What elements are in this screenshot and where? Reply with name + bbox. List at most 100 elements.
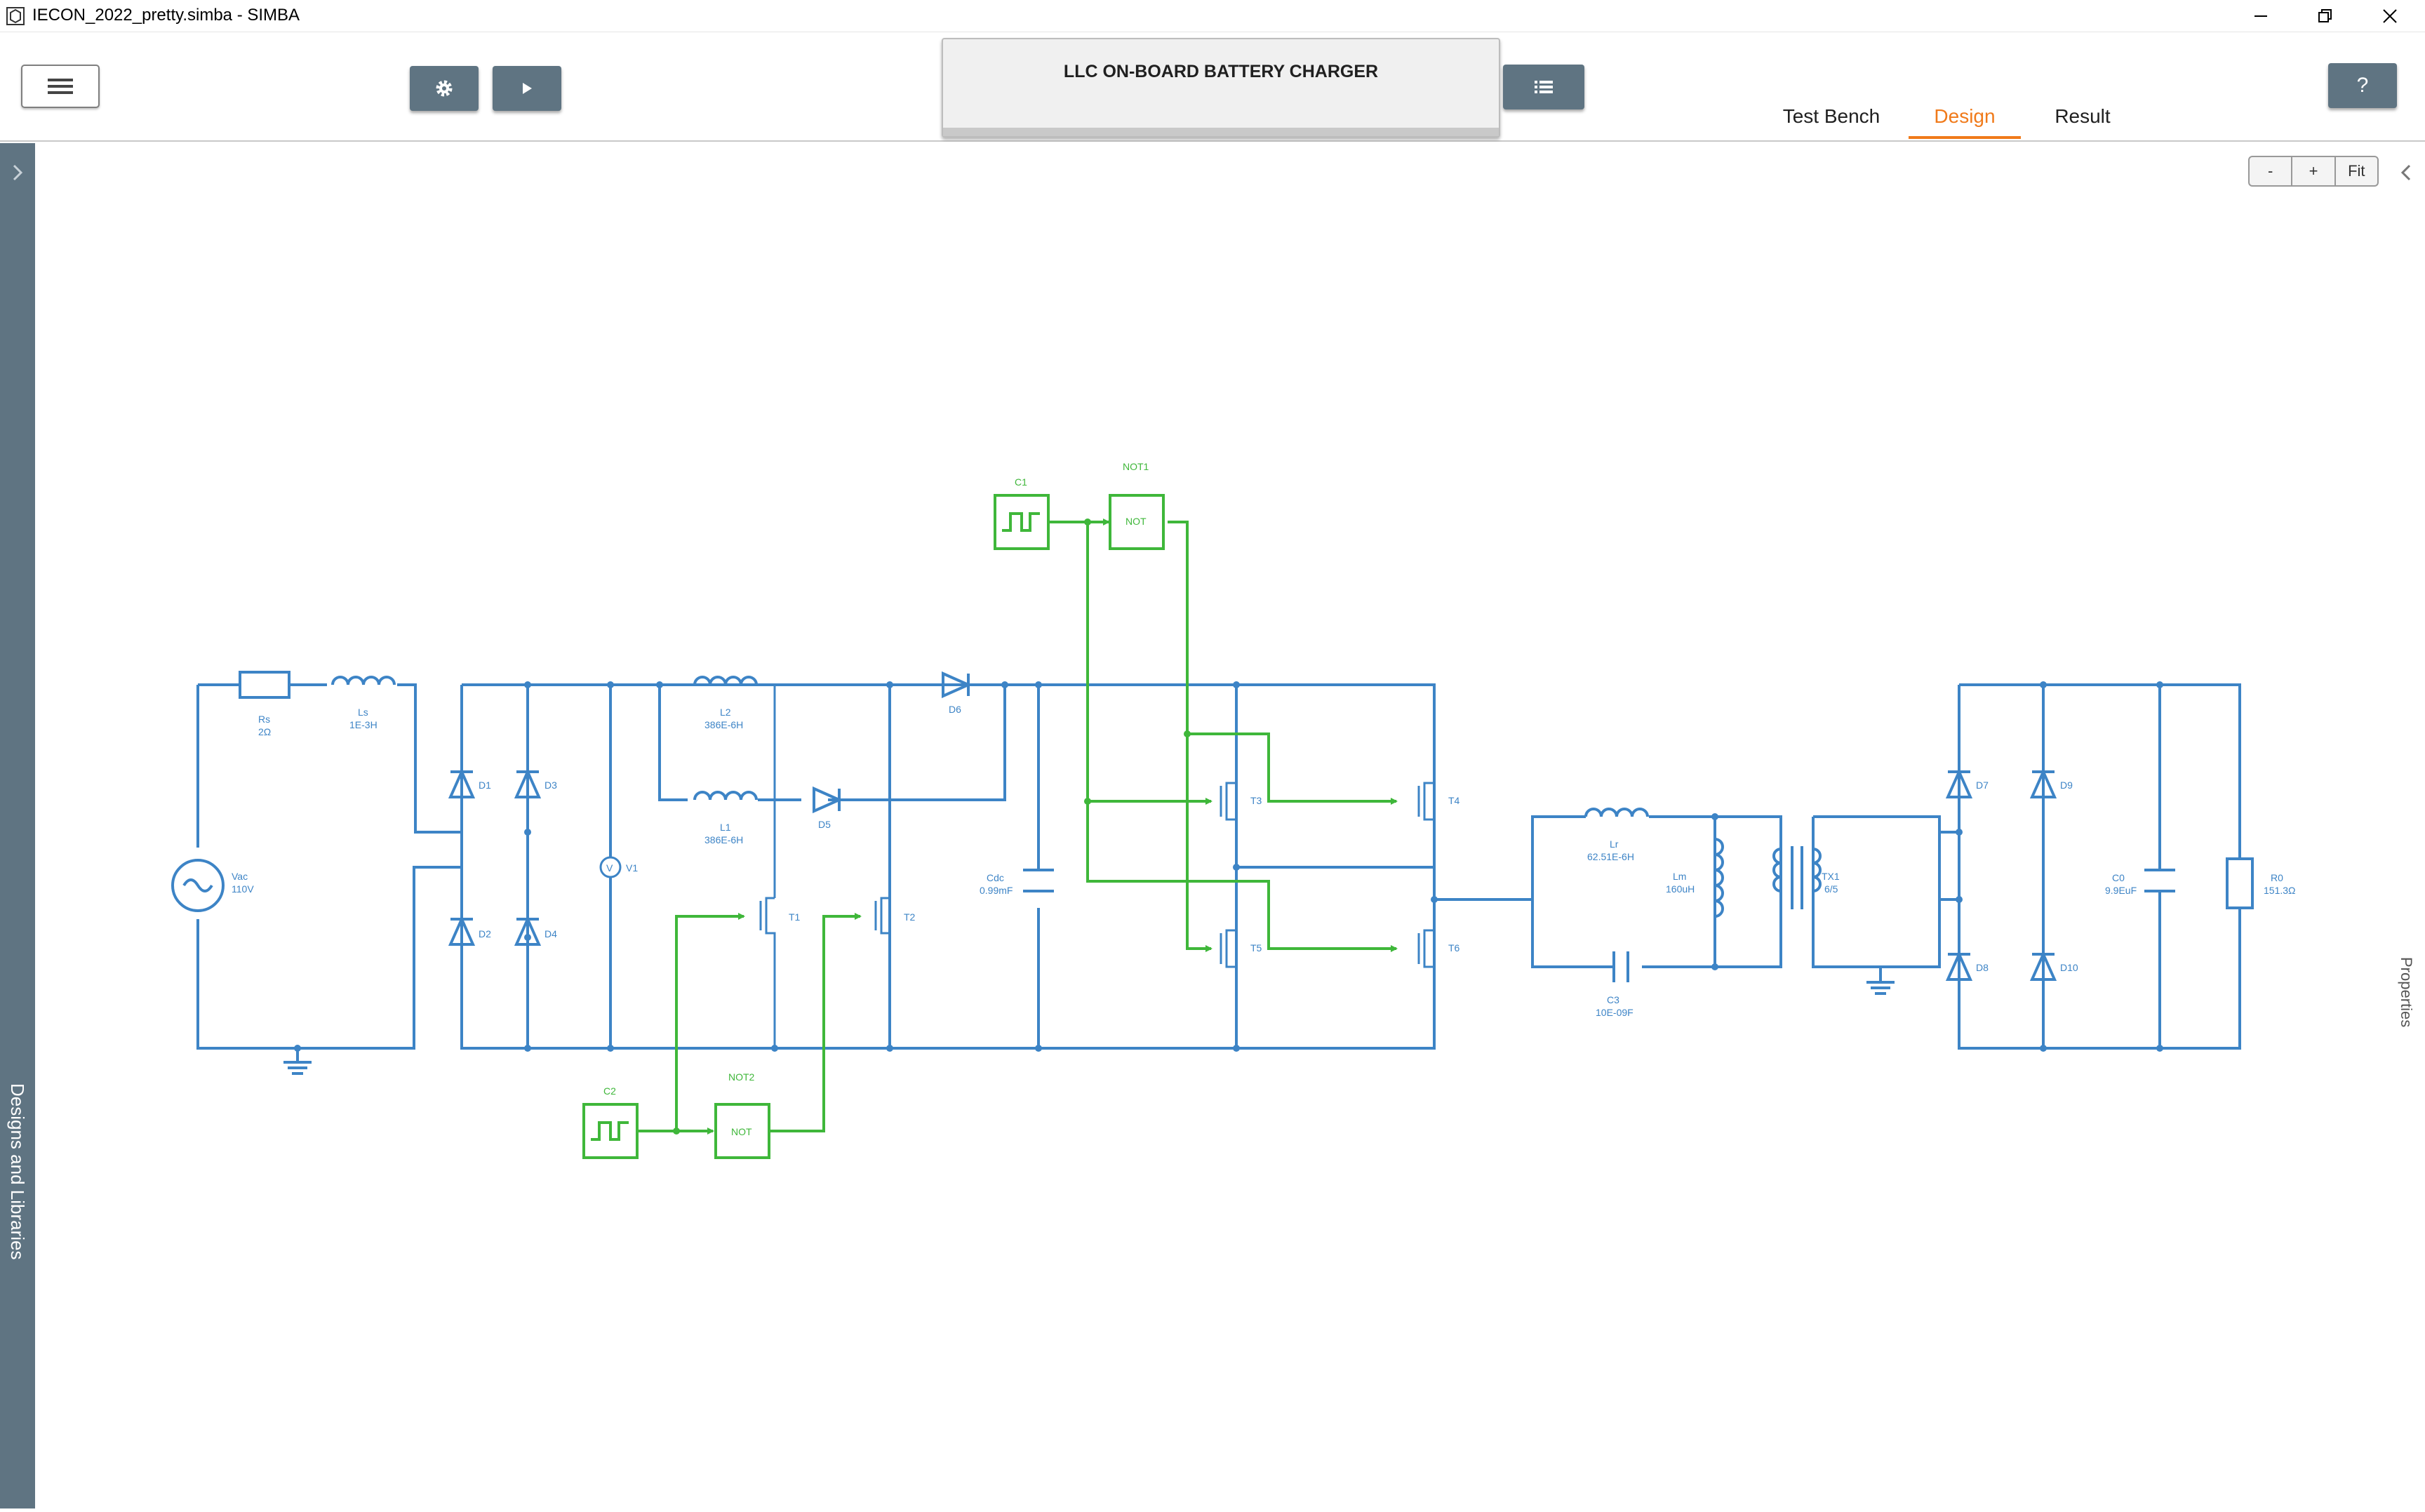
d5-label: D5 <box>818 819 831 830</box>
vac-source[interactable]: Vac 110V <box>171 859 254 912</box>
design-title-panel: LLC ON-BOARD BATTERY CHARGER <box>942 38 1500 138</box>
c0-name: C0 <box>2112 872 2125 883</box>
mosfets <box>759 685 1434 1048</box>
d10-label: D10 <box>2060 962 2078 973</box>
t3-label: T3 <box>1250 795 1262 806</box>
r0-resistor[interactable]: R0 151.3Ω <box>2226 857 2296 909</box>
d4-label: D4 <box>545 928 557 939</box>
not2-gate[interactable]: NOT NOT2 <box>714 1071 770 1159</box>
t6-label: T6 <box>1448 942 1460 954</box>
c3-name: C3 <box>1607 994 1619 1005</box>
c3-value: 10E-09F <box>1596 1007 1634 1018</box>
tab-design[interactable]: Design <box>1909 105 2021 139</box>
c1-clock-source[interactable]: C1 <box>994 476 1050 550</box>
l1-value: 386E-6H <box>704 834 743 845</box>
tab-result[interactable]: Result <box>2055 105 2111 127</box>
v1-voltmeter[interactable]: V V1 <box>599 856 638 878</box>
d2-label: D2 <box>479 928 491 939</box>
capacitors <box>1023 869 2175 982</box>
junctions <box>294 681 2163 1052</box>
tx1-name: TX1 <box>1822 871 1840 882</box>
not1-label: NOT1 <box>1123 461 1149 472</box>
r0-value: 151.3Ω <box>2264 885 2296 896</box>
run-simulation-button[interactable] <box>493 66 561 111</box>
minimize-button[interactable] <box>2229 0 2293 32</box>
lm-value: 160uH <box>1666 883 1695 895</box>
not1-box-label: NOT <box>1125 516 1147 527</box>
t5-label: T5 <box>1250 942 1262 954</box>
t4-label: T4 <box>1448 795 1460 806</box>
c2-clock-source[interactable]: C2 <box>582 1085 639 1159</box>
ls-value: 1E-3H <box>349 719 378 730</box>
diodes <box>448 671 2057 981</box>
lm-name: Lm <box>1673 871 1686 882</box>
cdc-name: Cdc <box>987 872 1004 883</box>
properties-label: Properties <box>2398 957 2415 1028</box>
c0-value: 9.9EuF <box>2105 885 2137 896</box>
c2-label: C2 <box>603 1085 616 1097</box>
help-button[interactable]: ? <box>2328 63 2397 108</box>
d7-label: D7 <box>1976 780 1989 791</box>
close-icon <box>2383 9 2397 23</box>
gear-icon <box>436 80 453 97</box>
vac-value: 110V <box>232 883 254 895</box>
list-button[interactable] <box>1503 65 1584 109</box>
t1-label: T1 <box>789 911 801 923</box>
rs-name: Rs <box>258 714 270 725</box>
list-icon <box>1535 81 1553 93</box>
l1-name: L1 <box>720 822 731 833</box>
play-icon <box>523 83 532 94</box>
svg-text:V: V <box>606 862 613 874</box>
c1-label: C1 <box>1015 476 1027 488</box>
inductors <box>331 676 1822 918</box>
schematic[interactable]: Vac 110V Rs 2Ω Ls 1E-3H L2 386E-6H L1 38… <box>35 143 2386 1508</box>
v1-label: V1 <box>626 862 638 874</box>
toolbar: LLC ON-BOARD BATTERY CHARGER ? Test Benc… <box>0 32 2425 142</box>
designs-libraries-label: Designs and Libraries <box>7 1083 28 1260</box>
d9-label: D9 <box>2060 780 2073 791</box>
control-wiring <box>637 519 1398 1135</box>
power-wiring <box>196 683 2241 1050</box>
menu-icon <box>48 79 73 94</box>
r0-name: R0 <box>2271 872 2283 883</box>
not2-box-label: NOT <box>731 1126 752 1137</box>
settings-button[interactable] <box>410 66 479 111</box>
zoom-out-button[interactable]: - <box>2250 157 2293 185</box>
title-bar: IECON_2022_pretty.simba - SIMBA <box>0 0 2425 32</box>
menu-button[interactable] <box>21 65 100 108</box>
ls-name: Ls <box>358 707 368 718</box>
d8-label: D8 <box>1976 962 1989 973</box>
control-junctions <box>673 519 1191 1135</box>
design-title: LLC ON-BOARD BATTERY CHARGER <box>1063 62 1379 81</box>
cdc-value: 0.99mF <box>980 885 1013 896</box>
zoom-fit-button[interactable]: Fit <box>2348 162 2365 180</box>
l2-value: 386E-6H <box>704 719 743 730</box>
app-icon <box>6 7 25 25</box>
tab-test-bench[interactable]: Test Bench <box>1782 105 1880 127</box>
properties-panel[interactable]: Properties <box>2386 143 2425 1508</box>
close-button[interactable] <box>2358 0 2422 32</box>
rs-resistor[interactable]: Rs 2Ω <box>239 671 290 737</box>
l2-name: L2 <box>720 707 731 718</box>
chevron-left-icon[interactable] <box>2386 159 2425 187</box>
vac-name: Vac <box>232 871 248 882</box>
not1-gate[interactable]: NOT NOT1 <box>1109 461 1165 550</box>
ground-symbols <box>283 979 1895 1075</box>
d1-label: D1 <box>479 780 491 791</box>
chevron-right-icon[interactable] <box>0 159 35 187</box>
restore-button[interactable] <box>2293 0 2358 32</box>
designs-libraries-panel[interactable]: Designs and Libraries <box>0 143 35 1508</box>
t2-label: T2 <box>904 911 916 923</box>
minimize-icon <box>2254 15 2267 17</box>
schematic-canvas[interactable]: Vac 110V Rs 2Ω Ls 1E-3H L2 386E-6H L1 38… <box>35 143 2386 1508</box>
d3-label: D3 <box>545 780 557 791</box>
d6-label: D6 <box>949 704 961 715</box>
zoom-controls: - + Fit <box>2248 156 2379 187</box>
lr-value: 62.51E-6H <box>1587 851 1634 862</box>
help-icon: ? <box>2356 74 2369 97</box>
zoom-in-button[interactable]: + <box>2292 157 2336 185</box>
restore-icon <box>2318 9 2332 22</box>
rs-value: 2Ω <box>258 726 271 737</box>
lr-name: Lr <box>1610 838 1619 850</box>
not2-label: NOT2 <box>728 1071 755 1083</box>
